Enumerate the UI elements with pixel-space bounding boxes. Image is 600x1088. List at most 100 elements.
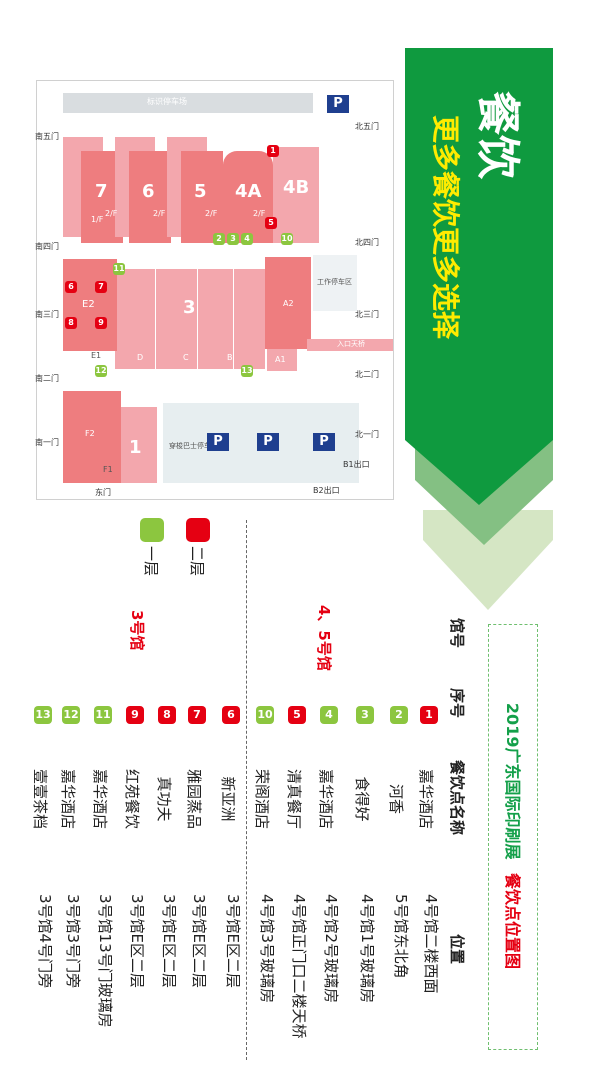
legend-red-swatch	[186, 518, 210, 542]
table-frame	[488, 624, 538, 1050]
chevron-light	[423, 510, 553, 610]
row-location: 4号馆1号玻璃房	[358, 894, 376, 1004]
gate-south1: 南一门	[35, 438, 59, 447]
top-strip-label: 标识停车场	[147, 97, 187, 106]
hall-1-label: 1	[129, 437, 142, 458]
row-seq-badge: 8	[158, 706, 176, 724]
row-name: 清真餐厅	[285, 768, 303, 829]
row-seq-badge: 5	[288, 706, 306, 724]
hall-6	[129, 151, 171, 243]
marker-2[interactable]: 2	[213, 233, 225, 245]
marker-3[interactable]: 3	[227, 233, 239, 245]
header-location: 位置	[448, 934, 466, 965]
marker-6[interactable]: 6	[65, 281, 77, 293]
row-location: 3号馆E区二层	[160, 894, 178, 989]
marker-8[interactable]: 8	[65, 317, 77, 329]
gate-south5: 南五门	[35, 132, 59, 141]
marker-7[interactable]: 7	[95, 281, 107, 293]
parking-icon-1: P	[207, 433, 229, 451]
hall-a1	[267, 349, 297, 371]
gate-north1: 北一门	[355, 430, 379, 439]
row-location: 5号馆东北角	[392, 894, 410, 979]
gate-b1: B1出口	[343, 460, 370, 469]
floor-tag-2f-7: 2/F	[105, 209, 118, 218]
zone-a1-label: A1	[275, 355, 286, 364]
marker-5[interactable]: 5	[265, 217, 277, 229]
marker-1[interactable]: 1	[267, 145, 279, 157]
hall-3-label: 3	[183, 297, 196, 318]
row-seq-badge: 11	[94, 706, 112, 724]
row-seq-badge: 13	[34, 706, 52, 724]
gate-north4: 北四门	[355, 238, 379, 247]
row-seq-badge: 6	[222, 706, 240, 724]
header-seq: 序号	[448, 688, 466, 719]
hall-4a-label: 4A	[235, 181, 262, 202]
row-seq-badge: 1	[420, 706, 438, 724]
gate-south2: 南二门	[35, 374, 59, 383]
row-name: 雅园蒸品	[185, 768, 203, 829]
hall-7-label: 7	[95, 181, 108, 202]
row-name: 嘉华酒店	[417, 768, 435, 829]
legend-first-floor: 一层	[142, 546, 160, 577]
zone-b-label: B	[227, 353, 233, 362]
bridge-label: 入口天桥	[337, 340, 365, 348]
row-name: 食得好	[353, 776, 371, 822]
marker-11[interactable]: 11	[113, 263, 125, 275]
hall-e2	[63, 259, 117, 351]
header-name: 餐饮点名称	[448, 760, 466, 836]
row-name: 真功夫	[155, 776, 173, 822]
row-location: 3号馆E区二层	[190, 894, 208, 989]
gate-north5: 北五门	[355, 122, 379, 131]
parking-icon-2: P	[257, 433, 279, 451]
floor-tag-1f-7: 1/F	[91, 215, 104, 224]
work-area	[313, 255, 357, 311]
row-location: 4号馆3号玻璃房	[258, 894, 276, 1004]
row-location: 3号馆4号门旁	[36, 894, 54, 989]
zone-e2-label: E2	[82, 299, 95, 310]
zone-e1-label: E1	[91, 351, 102, 360]
row-seq-badge: 9	[126, 706, 144, 724]
marker-13[interactable]: 13	[241, 365, 253, 377]
marker-4[interactable]: 4	[241, 233, 253, 245]
legend-green-swatch	[140, 518, 164, 542]
table-title: 2019广东国际印刷展 餐饮点位置图	[500, 624, 524, 1048]
marker-10[interactable]: 10	[281, 233, 293, 245]
gate-east: 东门	[95, 488, 111, 497]
marker-9[interactable]: 9	[95, 317, 107, 329]
group-hall-45: 4、5号馆	[315, 605, 333, 671]
zone-f2-label: F2	[85, 429, 95, 438]
banner-title: 餐饮	[472, 91, 523, 179]
row-location: 3号馆13号门玻璃房	[96, 894, 114, 1028]
hall-a2	[265, 257, 311, 349]
entrance-bridge	[307, 339, 393, 351]
row-name: 河香	[387, 783, 405, 814]
zone-a2-label: A2	[283, 299, 294, 308]
row-name: 嘉华酒店	[91, 768, 109, 829]
row-location: 3号馆E区二层	[224, 894, 242, 989]
hall-3-divider-3	[233, 269, 234, 369]
hall-3-divider-2	[197, 269, 198, 369]
group-hall-3: 3号馆	[128, 610, 146, 651]
row-location: 4号馆二楼西面	[422, 894, 440, 994]
row-name: 红苑餐饮	[123, 768, 141, 829]
parking-icon-top: P	[327, 95, 349, 113]
banner-subtitle: 更多餐饮更多选择	[429, 114, 462, 339]
marker-12[interactable]: 12	[95, 365, 107, 377]
venue-map: 标识停车场 P 7 6 5 4A 4B 2/F 1/F 2/F 2/F 2/F …	[35, 80, 394, 500]
row-name: 新亚洲	[219, 776, 237, 822]
chevron-dark	[405, 48, 553, 505]
dashed-divider	[246, 520, 247, 1060]
floor-tag-2f-6: 2/F	[153, 209, 166, 218]
row-seq-badge: 4	[320, 706, 338, 724]
floor-tag-2f-4a: 2/F	[253, 209, 266, 218]
shuttle-area-label: 穿梭巴士停车区	[169, 442, 218, 450]
table-title-part2: 餐饮点位置图	[503, 873, 522, 970]
row-location: 3号馆E区二层	[128, 894, 146, 989]
row-seq-badge: 2	[390, 706, 408, 724]
hall-5-label: 5	[194, 181, 207, 202]
hall-4a	[223, 151, 273, 243]
header-hall: 馆号	[448, 618, 466, 649]
zone-d-label: D	[137, 353, 144, 362]
row-name: 嘉华酒店	[317, 768, 335, 829]
hall-f2	[63, 391, 121, 483]
